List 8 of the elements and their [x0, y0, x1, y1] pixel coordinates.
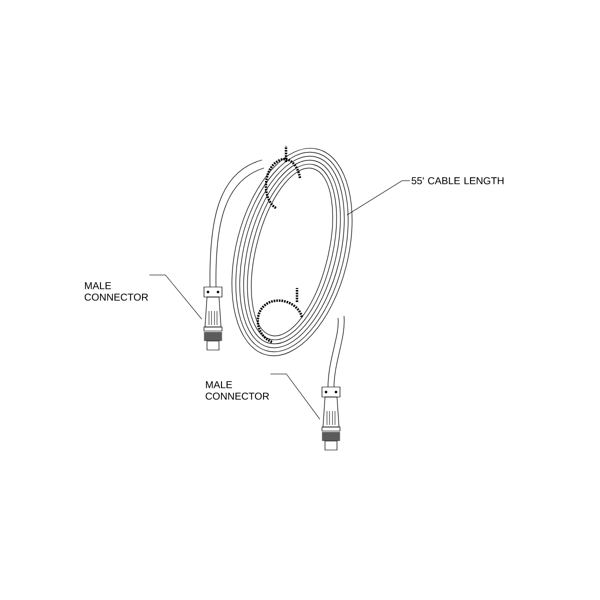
label-text: MALE CONNECTOR: [206, 381, 269, 400]
leader-line: [149, 274, 202, 320]
label-text: 55' CABLE LENGTH: [412, 177, 504, 184]
leader-line: [270, 374, 320, 420]
connector-drawing: [322, 386, 340, 450]
leader-line: [346, 180, 410, 216]
connector-drawing: [204, 286, 222, 350]
label-text: MALE CONNECTOR: [84, 282, 148, 301]
